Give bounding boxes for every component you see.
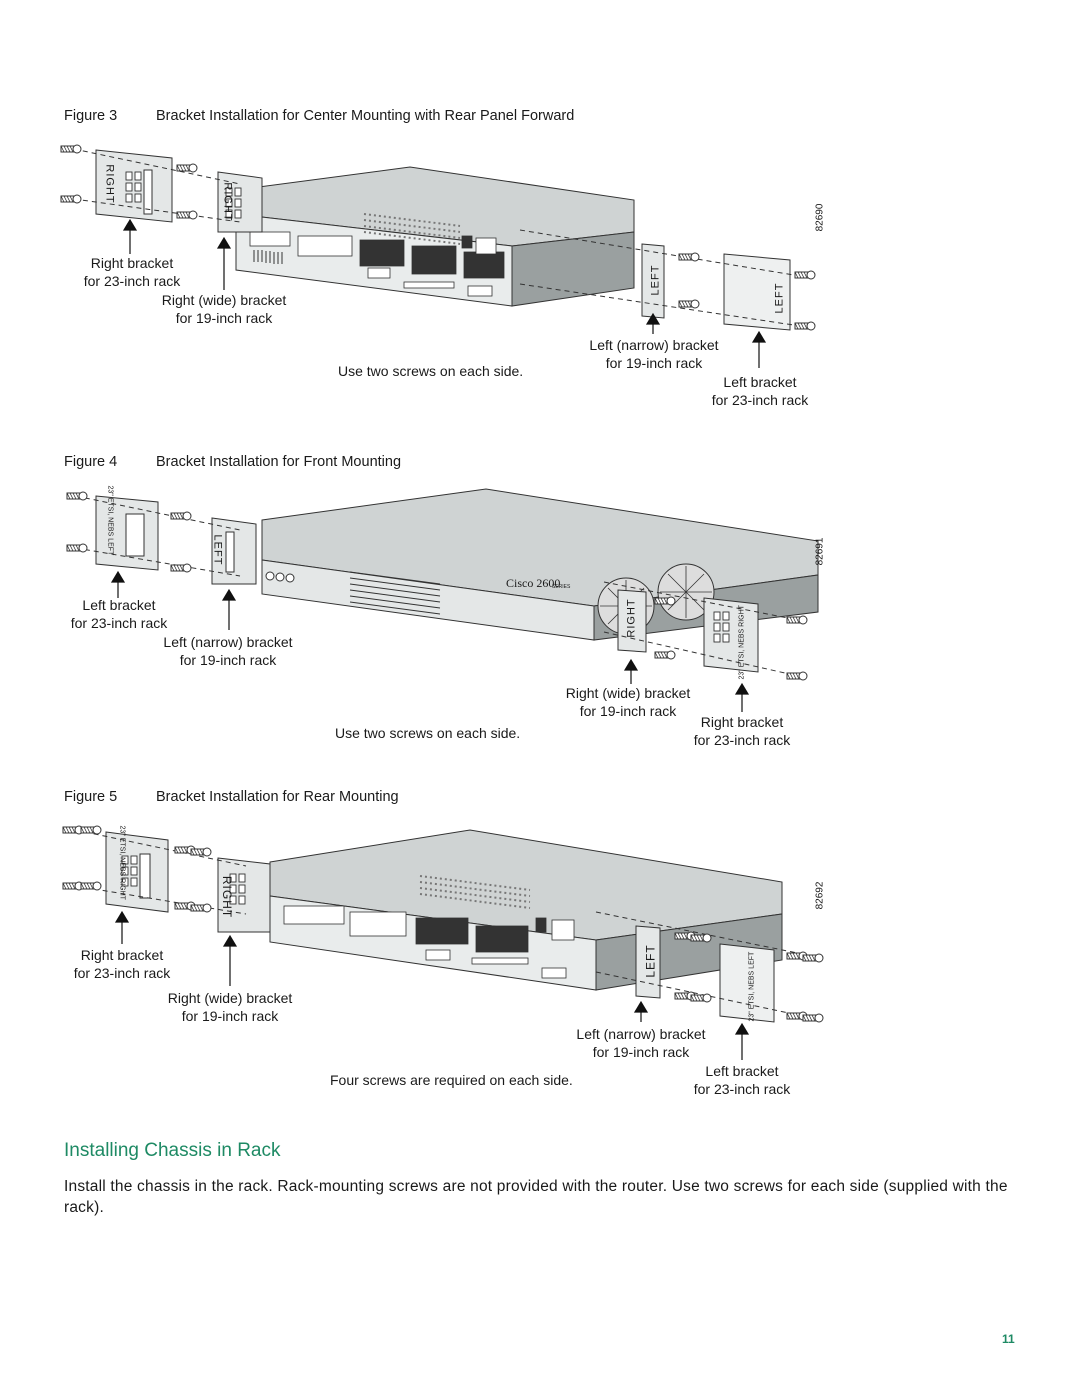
label-right-bracket: Right bracket for 23-inch rack	[682, 713, 802, 749]
label-line: for 19-inch rack	[579, 703, 677, 719]
label-left-narrow-bracket: Left (narrow) bracket for 19-inch rack	[566, 1025, 716, 1061]
label-line: for 23-inch rack	[70, 615, 168, 631]
label-line: Right (wide) bracket	[167, 990, 293, 1006]
figure-number: Figure 3	[64, 108, 118, 124]
label-left-narrow-bracket: Left (narrow) bracket for 19-inch rack	[152, 633, 304, 669]
bracket-left-narrow-label: LEFT	[649, 264, 662, 296]
label-line: for 23-inch rack	[693, 1081, 791, 1097]
label-right-bracket: Right bracket for 23-inch rack	[72, 254, 192, 290]
bracket-left-narrow-label: LEFT	[211, 534, 224, 566]
cisco-logo-series: SERIES	[552, 584, 571, 590]
label-line: for 19-inch rack	[179, 652, 277, 668]
label-line: for 23-inch rack	[83, 273, 181, 289]
bracket-right-label: RIGHT	[103, 164, 116, 204]
label-line: for 23-inch rack	[73, 965, 171, 981]
figure-id: 82692	[814, 881, 826, 910]
label-line: Left (narrow) bracket	[163, 634, 293, 650]
figure-5-drawing	[62, 825, 824, 1060]
label-right-bracket: Right bracket for 23-inch rack	[62, 946, 182, 982]
label-line: Left bracket	[705, 1063, 779, 1079]
bracket-etsi-right-label: 23" ETSI, NEBS RIGHT	[738, 605, 746, 680]
screws-note: Four screws are required on each side.	[330, 1072, 573, 1088]
bracket-left-narrow-label: LEFT	[643, 944, 658, 978]
bracket-right-wide-label: RIGHT	[221, 182, 234, 222]
label-right-wide-bracket: Right (wide) bracket for 19-inch rack	[556, 684, 700, 720]
figure-title: Bracket Installation for Front Mounting	[156, 454, 402, 470]
label-left-bracket: Left bracket for 23-inch rack	[58, 596, 180, 632]
label-line: Left bracket	[82, 597, 156, 613]
screws-note: Use two screws on each side.	[338, 363, 524, 379]
label-right-wide-bracket: Right (wide) bracket for 19-inch rack	[158, 989, 302, 1025]
label-left-bracket: Left bracket for 23-inch rack	[682, 1062, 802, 1098]
label-line: for 19-inch rack	[181, 1008, 279, 1024]
figure-number: Figure 4	[64, 454, 118, 470]
label-line: Right (wide) bracket	[161, 292, 287, 308]
label-right-wide-bracket: Right (wide) bracket for 19-inch rack	[154, 291, 294, 327]
figure-title: Bracket Installation for Center Mounting…	[156, 108, 575, 124]
label-line: Right (wide) bracket	[565, 685, 691, 701]
label-line: for 23-inch rack	[693, 732, 791, 748]
label-line: Left (narrow) bracket	[589, 337, 719, 353]
label-line: for 19-inch rack	[175, 310, 273, 326]
bracket-etsi-left-label: 23" ETSI, NEBS LEFT	[748, 951, 756, 1022]
figure-4-drawing	[66, 488, 819, 712]
label-left-narrow-bracket: Left (narrow) bracket for 19-inch rack	[578, 336, 730, 372]
figure-title: Bracket Installation for Rear Mounting	[156, 789, 399, 805]
page-number: 11	[1002, 1332, 1015, 1346]
bracket-etsi-left-label: 23" ETSI, NEBS LEFT	[106, 485, 114, 556]
bracket-right-wide-label: RIGHT	[220, 875, 235, 919]
label-line: for 19-inch rack	[605, 355, 703, 371]
screws-note: Use two screws on each side.	[335, 725, 521, 741]
figure-id: 82690	[814, 203, 826, 232]
label-line: Right bracket	[80, 947, 164, 963]
section-heading: Installing Chassis in Rack	[64, 1140, 281, 1161]
bracket-etsi-right-label: 23" ETSI, NEBS RIGHT	[118, 825, 126, 900]
label-left-bracket: Left bracket for 23-inch rack	[700, 373, 820, 409]
bracket-left-label: LEFT	[773, 282, 786, 314]
label-line: Left bracket	[723, 374, 797, 390]
label-line: for 23-inch rack	[711, 392, 809, 408]
label-line: for 19-inch rack	[592, 1044, 690, 1060]
label-line: Right bracket	[700, 714, 784, 730]
label-line: Right bracket	[90, 255, 174, 271]
figure-number: Figure 5	[64, 789, 118, 805]
figure-3-drawing	[60, 144, 816, 368]
label-line: Left (narrow) bracket	[576, 1026, 706, 1042]
figure-id: 82691	[814, 537, 826, 566]
bracket-right-wide-label: RIGHT	[625, 598, 638, 638]
cisco-logo: Cisco 2600	[506, 576, 561, 590]
section-body: Install the chassis in the rack. Rack-mo…	[64, 1178, 1008, 1216]
